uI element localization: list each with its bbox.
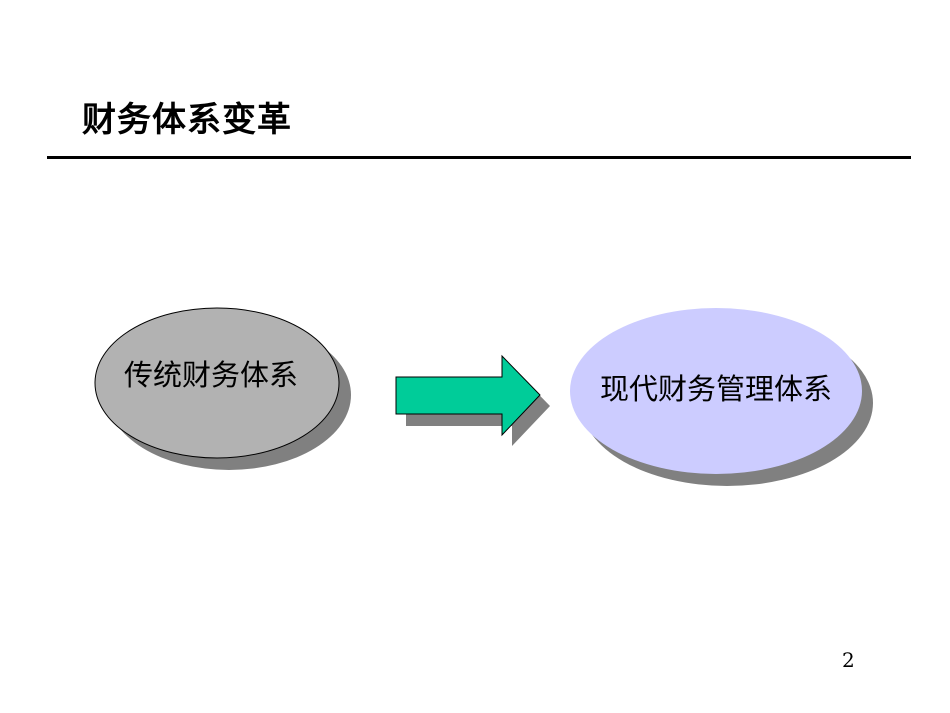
- title-divider: [47, 156, 911, 159]
- transition-arrow: [395, 354, 541, 437]
- slide-title: 财务体系变革: [82, 100, 292, 140]
- page-number: 2: [842, 648, 855, 672]
- modern-finance-ellipse: [570, 308, 862, 474]
- modern-finance-label: 现代财务管理体系: [600, 372, 833, 406]
- traditional-finance-label: 传统财务体系: [124, 358, 299, 392]
- traditional-finance-ellipse: [94, 307, 340, 459]
